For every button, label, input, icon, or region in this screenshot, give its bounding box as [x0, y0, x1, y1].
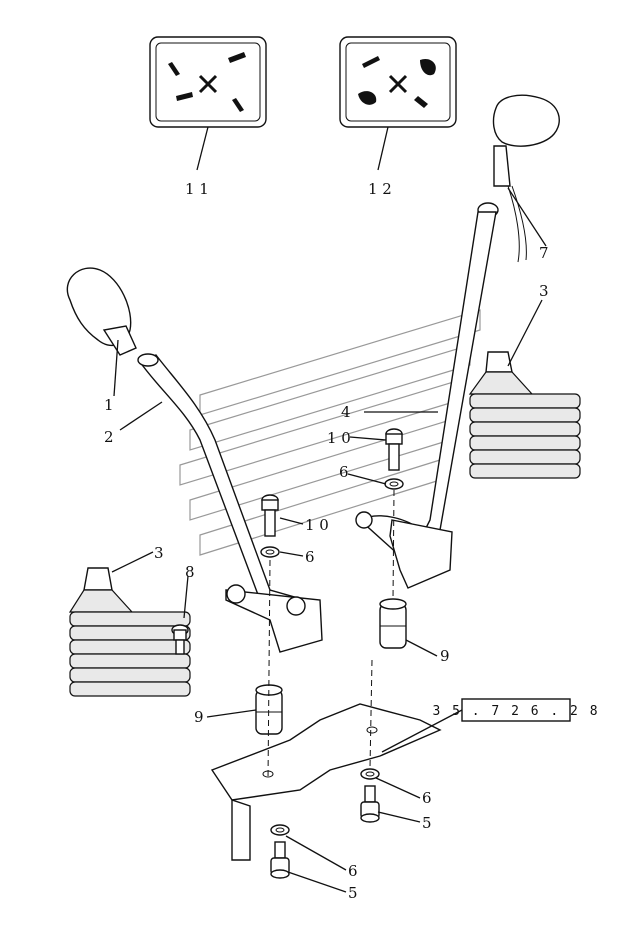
washer-6-left-upper [260, 546, 280, 558]
callout-5-lower-left: 5 [348, 884, 358, 902]
screw-8 [171, 624, 189, 655]
callout-9-right: 9 [440, 647, 450, 665]
callout-3-right: 3 [539, 282, 549, 300]
bolt-10-left [261, 494, 279, 537]
left-lever-rod [137, 353, 323, 653]
reference-box-label: 3 5 . 7 2 6 . 2 8 [432, 704, 599, 719]
callout-6-lower-right: 6 [422, 789, 432, 807]
left-lever-knob [66, 267, 137, 356]
reference-box[interactable]: 3 5 . 7 2 6 . 2 8 [432, 698, 599, 722]
callout-9-left: 9 [194, 708, 204, 726]
universal-joint-9-right [379, 598, 407, 649]
control-pattern-decal-right [339, 36, 457, 128]
boot-bellows-left [68, 567, 191, 697]
bolt-5-lower-right [360, 785, 380, 823]
callout-6-lower-left: 6 [348, 862, 358, 880]
right-lever-rod [355, 202, 499, 589]
callout-11: 1 1 [185, 180, 209, 198]
callout-6-left-upper: 6 [305, 548, 315, 566]
control-pattern-decal-icon [358, 56, 436, 108]
bolt-5-lower-left [270, 841, 290, 879]
callout-3-left: 3 [154, 544, 164, 562]
callout-5-lower-right: 5 [422, 814, 432, 832]
callout-4: 4 [341, 403, 351, 421]
control-pattern-decal-icon [168, 52, 246, 112]
boot-bellows-right [468, 351, 581, 479]
callout-2: 2 [104, 428, 114, 446]
bolt-10-right [385, 428, 403, 471]
callout-8: 8 [185, 563, 195, 581]
right-lever-knob [492, 94, 560, 263]
control-pattern-decal-left [149, 36, 267, 128]
callout-6-right-upper: 6 [339, 463, 349, 481]
washer-6-right-upper [384, 478, 404, 490]
callout-7: 7 [539, 244, 549, 262]
callout-10-left: 1 0 [305, 516, 329, 534]
callout-1: 1 [104, 396, 114, 414]
callout-12: 1 2 [368, 180, 392, 198]
callout-10-right: 1 0 [327, 429, 351, 447]
mounting-base-plate [210, 703, 442, 861]
washer-6-lower-right [360, 768, 380, 780]
washer-6-lower-left [270, 824, 290, 836]
